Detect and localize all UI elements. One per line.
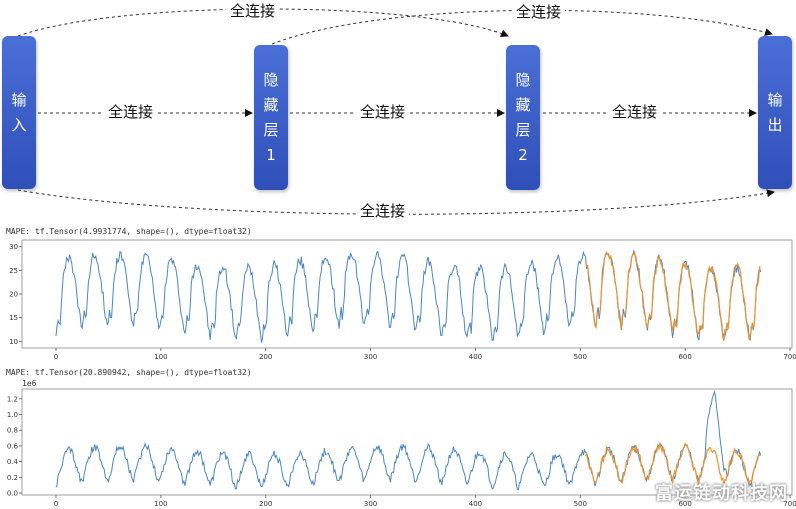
x-tick-label: 0 <box>54 353 58 361</box>
plot2-mape-label: MAPE: tf.Tensor(20.890942, shape=(), dty… <box>6 368 252 377</box>
plot1-chart: 10 15 20 25 30 0 100 200 300 400 500 600 700 <box>9 239 796 361</box>
plot1-mape-label: MAPE: tf.Tensor(4.9931774, shape=(), dty… <box>6 227 252 236</box>
input-node-char: 入 <box>11 115 27 134</box>
y-tick-label: 20 <box>9 291 18 299</box>
y-tick-label: 25 <box>9 267 18 275</box>
y-tick-label: 0.2 <box>7 474 18 482</box>
x-tick-label: 500 <box>574 500 587 508</box>
x-tick-label: 200 <box>259 500 272 508</box>
plot2-history-line <box>55 442 586 491</box>
y-tick-label: 15 <box>9 314 18 322</box>
x-tick-label: 700 <box>783 500 796 508</box>
output-node-char: 输 <box>767 90 783 109</box>
plot2-frame <box>21 388 793 496</box>
hidden-layer-1-node: 隐 藏 层 1 <box>254 45 288 190</box>
input-node-char: 输 <box>11 90 27 109</box>
x-tick-label: 300 <box>364 353 377 361</box>
watermark-logo: 富运链动科技网 <box>655 483 788 504</box>
hidden2-char: 2 <box>518 145 528 164</box>
y-tick-label: 1.2 <box>7 395 18 403</box>
x-tick-label: 400 <box>469 353 482 361</box>
plot2-chart: 0.0 0.2 0.4 0.6 0.8 1.0 1.2 0 100 200 300 400 500 60… <box>7 388 796 508</box>
y-tick-label: 0.8 <box>7 427 18 435</box>
hidden2-char: 藏 <box>515 95 531 114</box>
x-tick-label: 600 <box>678 500 691 508</box>
x-tick-label: 300 <box>364 500 377 508</box>
plot1-history-line <box>55 250 586 343</box>
y-tick-label: 0.6 <box>7 442 19 450</box>
label-bottom: 全连接 <box>356 202 410 220</box>
y-tick-label: 30 <box>9 243 18 251</box>
hidden2-char: 隐 <box>515 70 531 89</box>
plot2-actual-line <box>585 390 762 488</box>
plot2-exponent-label: 1e6 <box>22 379 37 388</box>
x-tick-label: 700 <box>783 353 796 361</box>
hidden1-char: 藏 <box>263 95 279 114</box>
y-tick-label: 10 <box>9 338 18 346</box>
x-tick-label: 600 <box>678 353 691 361</box>
hidden-layer-2-node: 隐 藏 层 2 <box>506 45 540 190</box>
y-tick-label: 0.4 <box>7 458 19 466</box>
label-top-left: 全连接 <box>226 2 280 20</box>
plot1-prediction-line <box>584 250 761 342</box>
x-tick-label: 200 <box>259 353 272 361</box>
y-tick-label: 0.0 <box>7 490 18 498</box>
x-tick-label: 400 <box>469 500 482 508</box>
hidden1-char: 层 <box>263 120 279 139</box>
label-mid-1: 全连接 <box>104 103 158 121</box>
hidden1-char: 隐 <box>263 70 279 89</box>
label-top-right: 全连接 <box>512 3 566 21</box>
plot2-prediction-line <box>584 441 761 486</box>
y-tick-label: 1.0 <box>7 411 18 419</box>
input-node: 输 入 <box>2 36 36 189</box>
arc-input-to-output <box>17 189 775 215</box>
label-mid-2: 全连接 <box>356 103 410 121</box>
output-node: 输 出 <box>758 36 792 189</box>
hidden1-char: 1 <box>266 145 276 164</box>
x-tick-label: 100 <box>154 353 167 361</box>
output-node-char: 出 <box>767 115 783 134</box>
x-tick-label: 500 <box>574 353 587 361</box>
label-mid-3: 全连接 <box>608 103 662 121</box>
x-tick-label: 100 <box>154 500 167 508</box>
hidden2-char: 层 <box>515 120 531 139</box>
plot1-frame <box>21 239 793 349</box>
x-tick-label: 0 <box>54 500 58 508</box>
